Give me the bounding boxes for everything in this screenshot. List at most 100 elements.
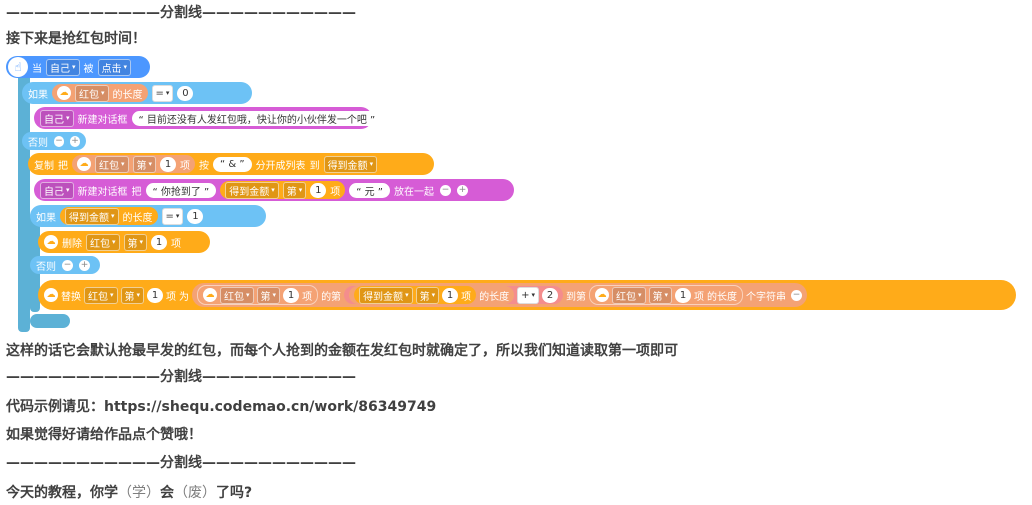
if-label: 如果 bbox=[36, 212, 56, 224]
closing-part-3: 会 bbox=[160, 485, 174, 501]
index-value[interactable]: 1 bbox=[147, 287, 164, 303]
delete-item-block[interactable]: ☁ 删除 红包▾ 第▾ 1 项 bbox=[38, 231, 210, 253]
new-dialog-block-2[interactable]: 自己▾ 新建对话框 把 “ 你抢到了 ” 得到金额▾ 第▾ 1 项 “ 元 ” … bbox=[34, 179, 514, 201]
replace-item-block[interactable]: ☁ 替换 红包▾ 第▾ 1 项 为 ☁ 红包▾ 第▾ 1 项 的第 得到金额▾ … bbox=[38, 280, 1016, 310]
substring-reporter[interactable]: ☁ 红包▾ 第▾ 1 项 的第 得到金额▾ 第▾ 1 项 的长度 +▾ bbox=[192, 283, 808, 307]
chevron-down-icon: ▾ bbox=[175, 212, 180, 220]
plus-dropdown[interactable]: +▾ bbox=[517, 286, 539, 304]
nth-text: 第 bbox=[652, 291, 663, 303]
variable-length-reporter[interactable]: 得到金额▾ 第▾ 1 项 的长度 bbox=[349, 286, 515, 304]
list-dropdown[interactable]: 红包▾ bbox=[220, 286, 254, 304]
code-blocks-screenshot: ☝ 当 自己▾ 被 点击▾ 如果 ☁ 红包▾ 的长度 =▾ 0 自己▾ 新建对话… bbox=[0, 52, 1032, 338]
ba-label: 把 bbox=[58, 160, 68, 172]
minus-icon[interactable]: − bbox=[62, 259, 73, 271]
variable-dropdown[interactable]: 得到金额▾ bbox=[225, 181, 279, 199]
target-variable-dropdown[interactable]: 得到金额▾ bbox=[323, 155, 378, 173]
split-label: 分开成列表 bbox=[255, 160, 306, 172]
chevron-down-icon: ▾ bbox=[272, 291, 277, 299]
de-di-label: 的第 bbox=[321, 291, 342, 303]
plus-icon[interactable]: + bbox=[79, 259, 90, 271]
nth-dropdown[interactable]: 第▾ bbox=[120, 286, 145, 304]
list-length-reporter[interactable]: ☁ 红包▾ 的长度 bbox=[52, 84, 148, 102]
like-request-text: 如果觉得好请给作品点个赞哦！ bbox=[6, 427, 202, 443]
variable-item-reporter[interactable]: 得到金额▾ 第▾ 1 项 bbox=[354, 286, 477, 304]
ba-label: 把 bbox=[131, 186, 142, 198]
hat-target-text: 自己 bbox=[50, 63, 70, 75]
hat-target-dropdown[interactable]: 自己▾ bbox=[46, 58, 80, 76]
copy-split-block[interactable]: 复制 把 ☁ 红包▾ 第▾ 1 项 按 “ & ” 分开成列表 到 得到金额▾ bbox=[28, 153, 434, 175]
list-name: 红包 bbox=[616, 291, 636, 303]
example-link-text: 代码示例请见：https://shequ.codemao.cn/work/863… bbox=[6, 399, 437, 415]
list-dropdown[interactable]: 红包▾ bbox=[75, 84, 109, 102]
nth-dropdown[interactable]: 第▾ bbox=[123, 233, 148, 251]
closing-part-1: 今天的教程，你学 bbox=[6, 485, 118, 501]
variable-item-reporter[interactable]: 得到金额▾ 第▾ 1 项 bbox=[220, 181, 346, 199]
plus-icon[interactable]: + bbox=[456, 184, 468, 196]
item-label: 项 bbox=[180, 160, 191, 172]
list-dropdown[interactable]: 红包▾ bbox=[84, 286, 118, 304]
list-item-reporter[interactable]: ☁ 红包▾ 第▾ 1 项 bbox=[72, 155, 196, 173]
plus-value[interactable]: 2 bbox=[542, 287, 558, 303]
nth-dropdown[interactable]: 第▾ bbox=[282, 181, 307, 199]
if-block-2[interactable]: 如果 得到金额▾ 的长度 =▾ 1 bbox=[30, 205, 266, 227]
nth-text: 第 bbox=[127, 238, 138, 250]
list-dropdown[interactable]: 红包▾ bbox=[612, 286, 646, 304]
minus-icon[interactable]: − bbox=[439, 184, 451, 196]
compare-value[interactable]: 1 bbox=[187, 208, 204, 224]
minus-icon[interactable]: − bbox=[54, 135, 64, 147]
nth-text: 第 bbox=[419, 291, 430, 303]
else-label: 否则 bbox=[36, 261, 56, 273]
operator-dropdown[interactable]: =▾ bbox=[161, 207, 184, 225]
if-block-1[interactable]: 如果 ☁ 红包▾ 的长度 =▾ 0 bbox=[22, 82, 252, 104]
to-di-label: 到第 bbox=[566, 291, 586, 303]
nth-dropdown[interactable]: 第▾ bbox=[648, 286, 673, 304]
new-dialog-block-1[interactable]: 自己▾ 新建对话框 “ 目前还没有人发红包哦，快让你的小伙伴发一个吧 ” bbox=[34, 107, 383, 129]
length-label: 的长度 bbox=[122, 212, 153, 224]
plus-icon[interactable]: + bbox=[70, 135, 80, 147]
dialog-target-dropdown[interactable]: 自己▾ bbox=[40, 109, 74, 127]
index-value[interactable]: 1 bbox=[675, 287, 692, 303]
list-item-length-reporter[interactable]: ☁ 红包▾ 第▾ 1 项 的长度 bbox=[589, 285, 744, 305]
plus-operator-reporter[interactable]: 得到金额▾ 第▾ 1 项 的长度 +▾ 2 bbox=[344, 286, 563, 304]
dialog-text-input[interactable]: “ 目前还没有人发红包哦，快让你的小伙伴发一个吧 ” bbox=[131, 110, 383, 126]
index-value[interactable]: 1 bbox=[151, 234, 168, 250]
divider-line-1: ———————————分割线——————————— bbox=[6, 5, 356, 21]
compare-value[interactable]: 0 bbox=[177, 85, 194, 101]
index-value[interactable]: 1 bbox=[283, 287, 300, 303]
index-value[interactable]: 1 bbox=[442, 287, 459, 303]
nth-dropdown[interactable]: 第▾ bbox=[132, 155, 157, 173]
variable-length-reporter[interactable]: 得到金额▾ 的长度 bbox=[60, 207, 158, 225]
minus-icon[interactable]: − bbox=[791, 289, 803, 301]
variable-dropdown[interactable]: 得到金额▾ bbox=[359, 286, 413, 304]
delete-label: 删除 bbox=[62, 238, 82, 250]
variable-dropdown[interactable]: 得到金额▾ bbox=[65, 207, 119, 225]
list-item-reporter[interactable]: ☁ 红包▾ 第▾ 1 项 bbox=[197, 285, 319, 305]
separator-input[interactable]: “ & ” bbox=[213, 156, 252, 172]
dialog-target-dropdown[interactable]: 自己▾ bbox=[40, 181, 74, 199]
list-dropdown[interactable]: 红包▾ bbox=[95, 155, 129, 173]
hat-event-dropdown[interactable]: 点击▾ bbox=[97, 58, 132, 76]
index-value[interactable]: 1 bbox=[310, 182, 327, 198]
cloud-list-icon: ☁ bbox=[44, 235, 58, 249]
nth-dropdown[interactable]: 第▾ bbox=[415, 286, 440, 304]
chevron-down-icon: ▾ bbox=[369, 160, 374, 168]
closing-part-5: 了吗? bbox=[216, 485, 253, 501]
hat-event-text: 点击 bbox=[101, 63, 122, 75]
item-label: 项 bbox=[694, 291, 705, 303]
item-label: 项 bbox=[330, 186, 341, 198]
text-input-2[interactable]: “ 元 ” bbox=[349, 182, 390, 198]
text-input-1[interactable]: “ 你抢到了 ” bbox=[145, 182, 217, 198]
index-value[interactable]: 1 bbox=[160, 156, 177, 172]
chevron-down-icon: ▾ bbox=[110, 291, 114, 299]
nth-dropdown[interactable]: 第▾ bbox=[256, 286, 281, 304]
nth-text: 第 bbox=[124, 291, 135, 303]
operator-text: = bbox=[155, 87, 164, 99]
variable-name: 得到金额 bbox=[229, 186, 270, 198]
list-dropdown[interactable]: 红包▾ bbox=[86, 233, 120, 251]
dialog-target-text: 自己 bbox=[44, 114, 64, 126]
operator-dropdown[interactable]: =▾ bbox=[151, 84, 174, 102]
when-clicked-hat-block[interactable]: ☝ 当 自己▾ 被 点击▾ bbox=[6, 56, 150, 78]
explanation-text: 这样的话它会默认抢最早发的红包，而每个人抢到的金额在发红包时就确定了，所以我们知… bbox=[6, 343, 678, 359]
list-name: 红包 bbox=[99, 160, 119, 172]
chars-label: 个字符串 bbox=[746, 291, 787, 303]
